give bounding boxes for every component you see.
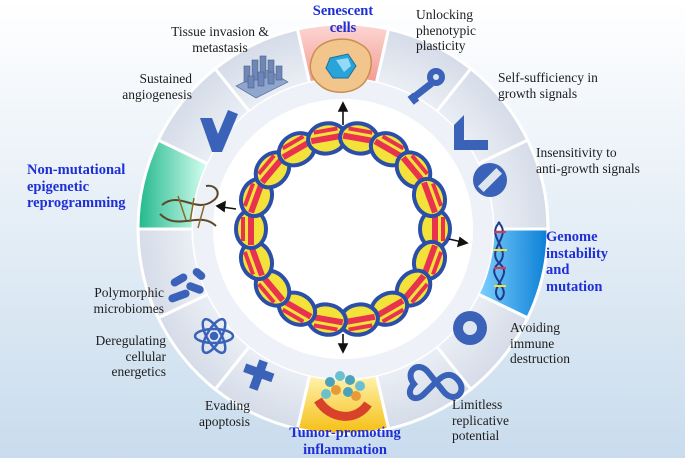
label-senescent-cells: Senescent cells bbox=[312, 3, 374, 36]
dna-segment bbox=[234, 208, 268, 250]
arrows bbox=[215, 101, 469, 354]
dna-segment bbox=[238, 239, 275, 282]
label-insensitivity: Insensitivity to anti-growth signals bbox=[536, 145, 640, 176]
stop-icon bbox=[473, 163, 507, 197]
microbiome-icon bbox=[168, 268, 206, 303]
label-sustained-angiogenesis: Sustained angiogenesis bbox=[122, 71, 192, 102]
label-genome-instability: Genome instability and mutation bbox=[546, 229, 609, 295]
atom-icon bbox=[193, 317, 235, 355]
label-tissue-invasion: Tissue invasion & metastasis bbox=[171, 24, 269, 55]
growth-signal-icon bbox=[454, 115, 488, 150]
infinity-icon bbox=[406, 364, 465, 402]
label-avoiding-immune: Avoiding immune destruction bbox=[510, 320, 570, 366]
vessel-icon bbox=[200, 110, 238, 152]
label-limitless-replicative: Limitless replicative potential bbox=[452, 397, 509, 443]
label-self-sufficiency: Self-sufficiency in growth signals bbox=[498, 70, 598, 101]
senescent-cell-icon bbox=[309, 38, 372, 93]
label-unlocking-plasticity: Unlocking phenotypic plasticity bbox=[416, 7, 476, 53]
dna-ring bbox=[234, 121, 452, 337]
label-tumor-promoting: Tumor-promoting inflammation bbox=[289, 425, 401, 458]
epigenetic-icon bbox=[159, 184, 219, 229]
label-evading-apoptosis: Evading apoptosis bbox=[198, 398, 250, 429]
inflammation-icon bbox=[314, 371, 372, 421]
label-non-mutational: Non-mutational epigenetic reprogramming bbox=[27, 162, 126, 211]
tissue-invasion-icon bbox=[235, 55, 289, 99]
dna-segment bbox=[411, 176, 448, 219]
dna-segment bbox=[338, 121, 380, 156]
label-polymorphic-microbiomes: Polymorphic microbiomes bbox=[93, 285, 165, 316]
immune-icon bbox=[453, 311, 487, 345]
dna-helix-icon bbox=[493, 221, 507, 301]
label-deregulating-energetics: Deregulating cellular energetics bbox=[95, 333, 166, 379]
apoptosis-icon bbox=[243, 359, 275, 391]
